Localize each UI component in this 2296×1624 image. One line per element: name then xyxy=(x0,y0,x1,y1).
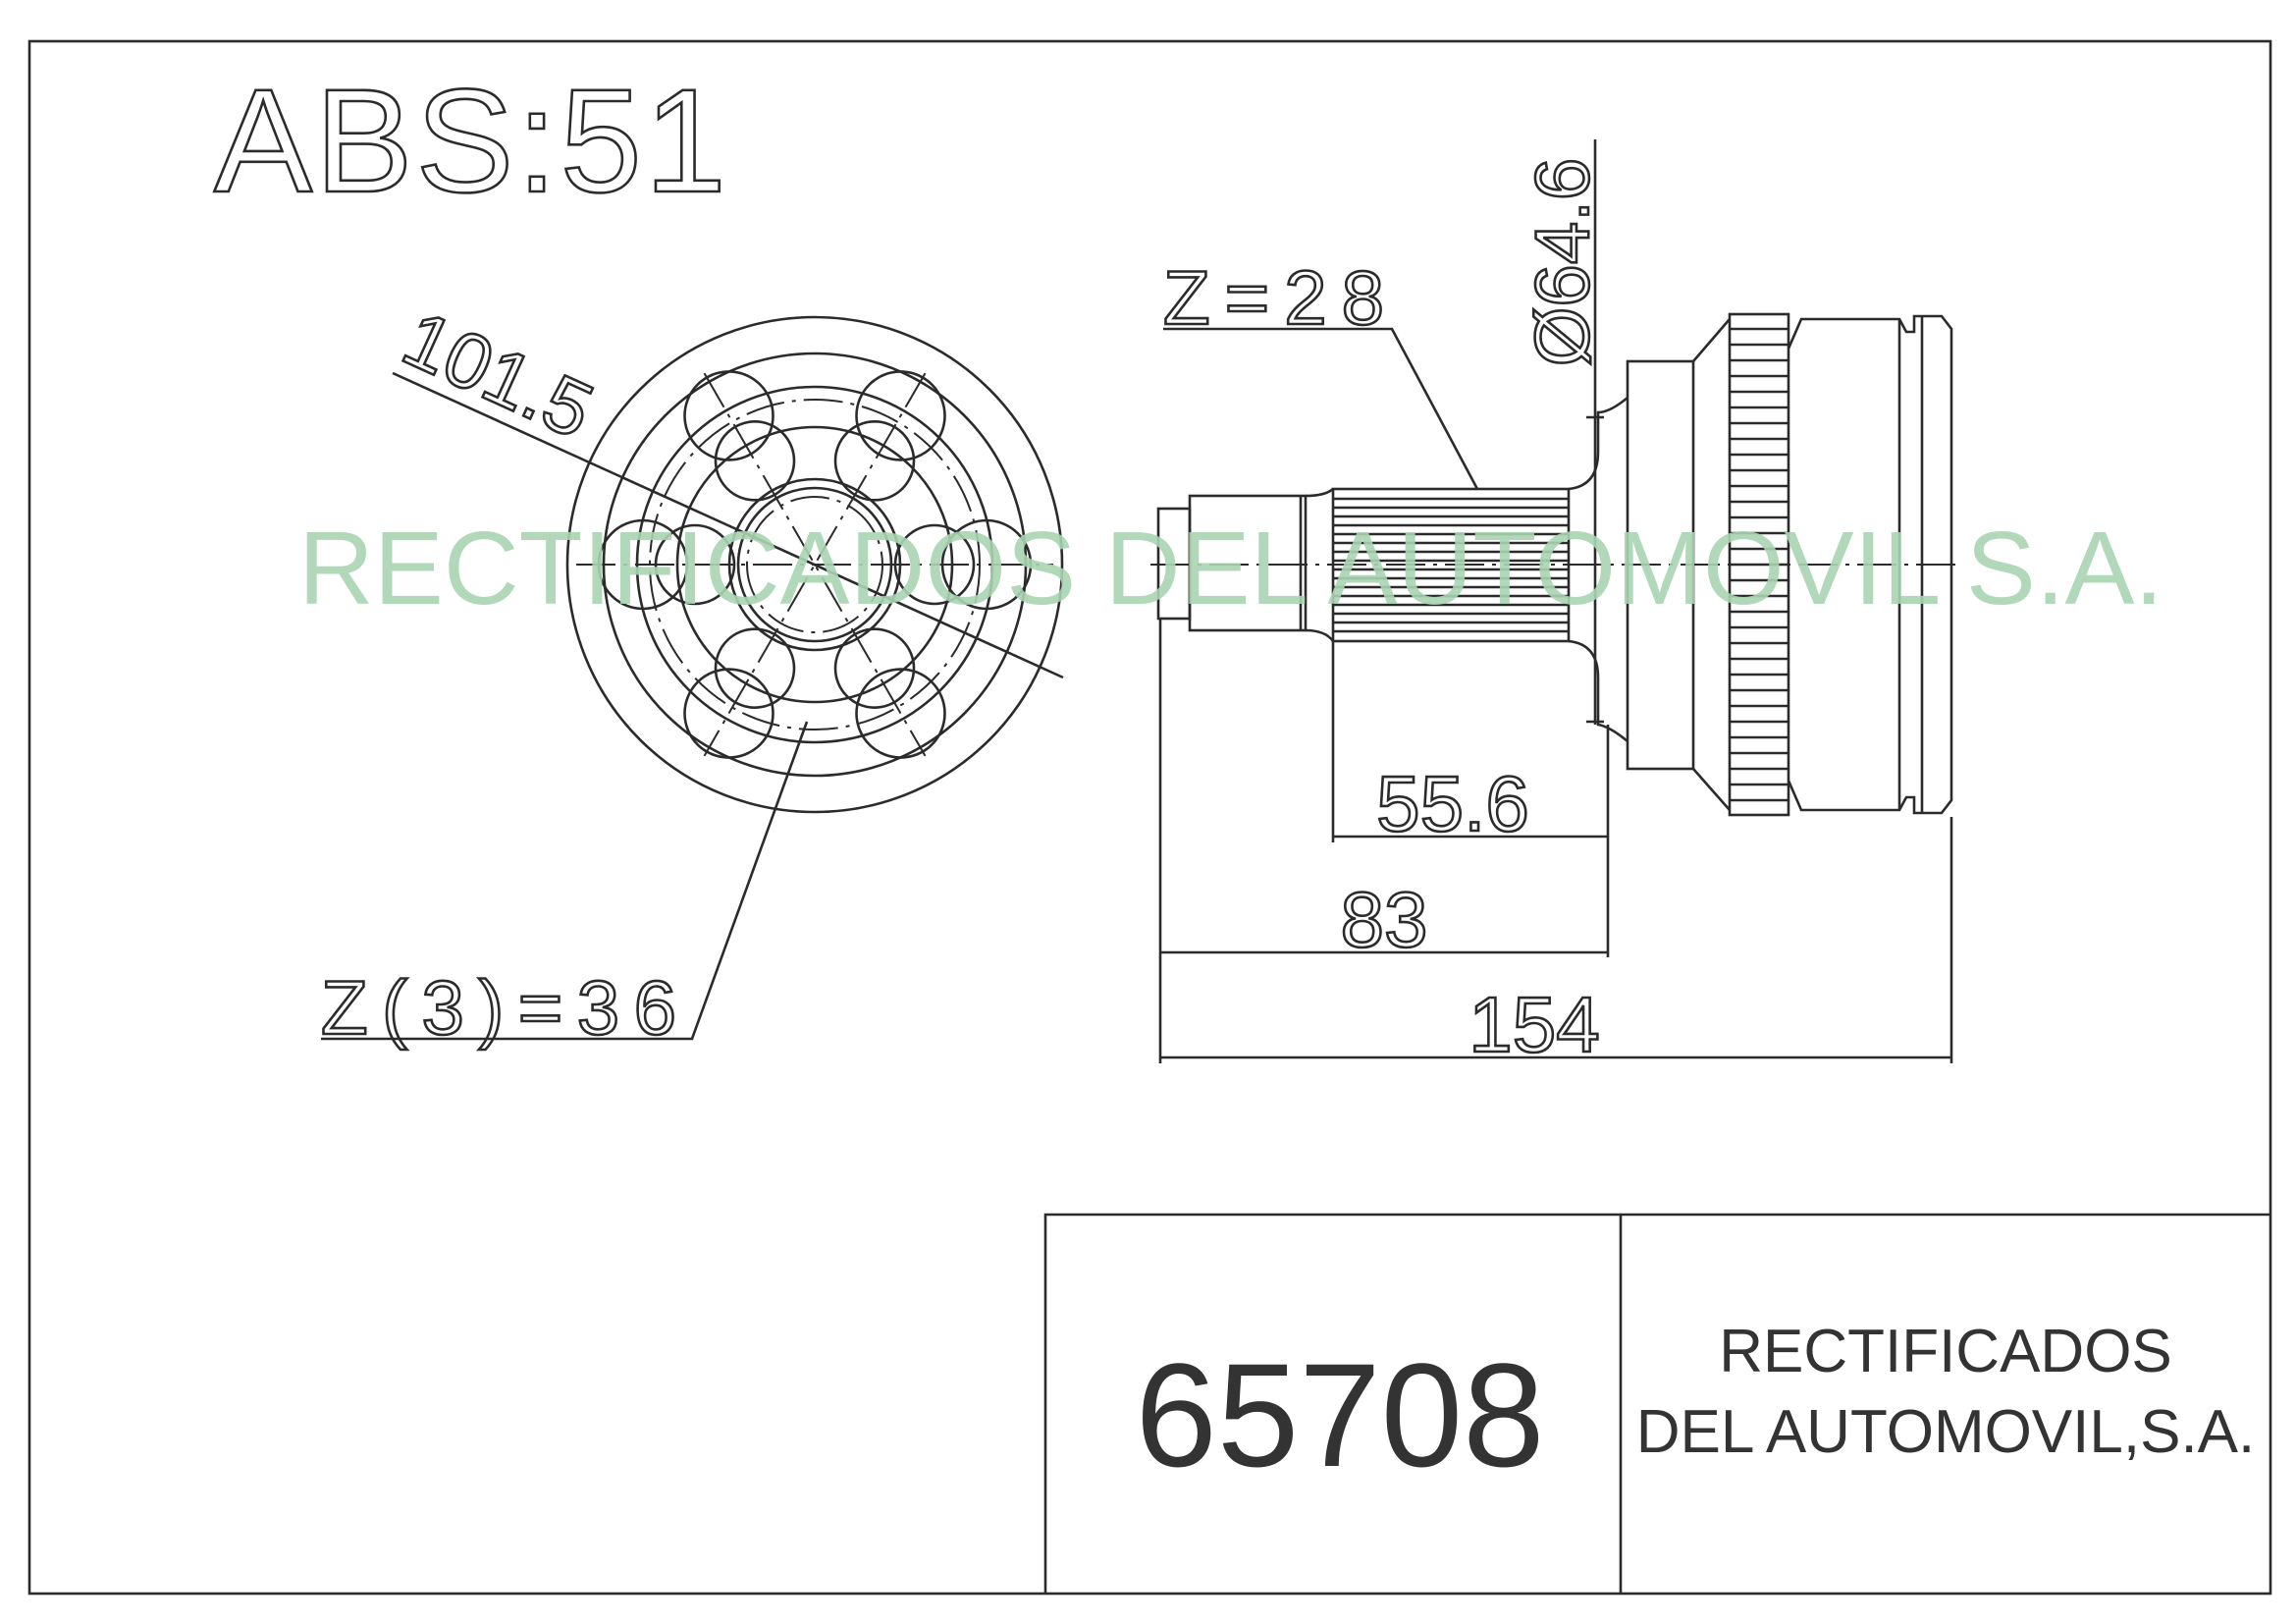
outer-lobe xyxy=(683,668,774,759)
joint-side-view xyxy=(1150,139,1958,1063)
ball-track xyxy=(833,420,916,502)
part-number: 65708 xyxy=(1135,1332,1544,1497)
ball-track xyxy=(833,627,916,709)
teeth-leader-line xyxy=(321,721,809,1041)
outer-lobe xyxy=(855,370,946,461)
ball-track xyxy=(714,627,796,709)
title-block: 65708 RECTIFICADOS DEL AUTOMOVIL,S.A. xyxy=(1043,1213,2270,1594)
outer-lobe xyxy=(855,668,946,759)
drawing-border xyxy=(27,39,2272,1596)
center-line xyxy=(703,372,927,757)
watermark: RECTIFICADOS DEL AUTOMOVIL S.A. xyxy=(298,511,2163,626)
company-name-line1: RECTIFICADOS xyxy=(1719,1318,2172,1385)
shaft-length-dimension: 83 xyxy=(1341,876,1428,963)
flange-diameter-dimension: Ø64.6 xyxy=(1519,158,1605,366)
company-name-line2: DEL AUTOMOVIL,S.A. xyxy=(1636,1398,2256,1466)
abs-label: ABS:51 xyxy=(214,58,744,223)
outer-lobe xyxy=(683,370,774,461)
ball-track xyxy=(714,420,796,502)
end-view-ring xyxy=(565,315,1064,814)
total-length-dimension: 154 xyxy=(1468,981,1599,1068)
joint-end-view xyxy=(565,315,1064,814)
diameter-leader-line xyxy=(392,371,1064,679)
spline-length-dimension: 55.6 xyxy=(1376,760,1529,847)
center-line xyxy=(703,372,927,757)
diameter-dimension: 101.5 xyxy=(391,294,606,455)
